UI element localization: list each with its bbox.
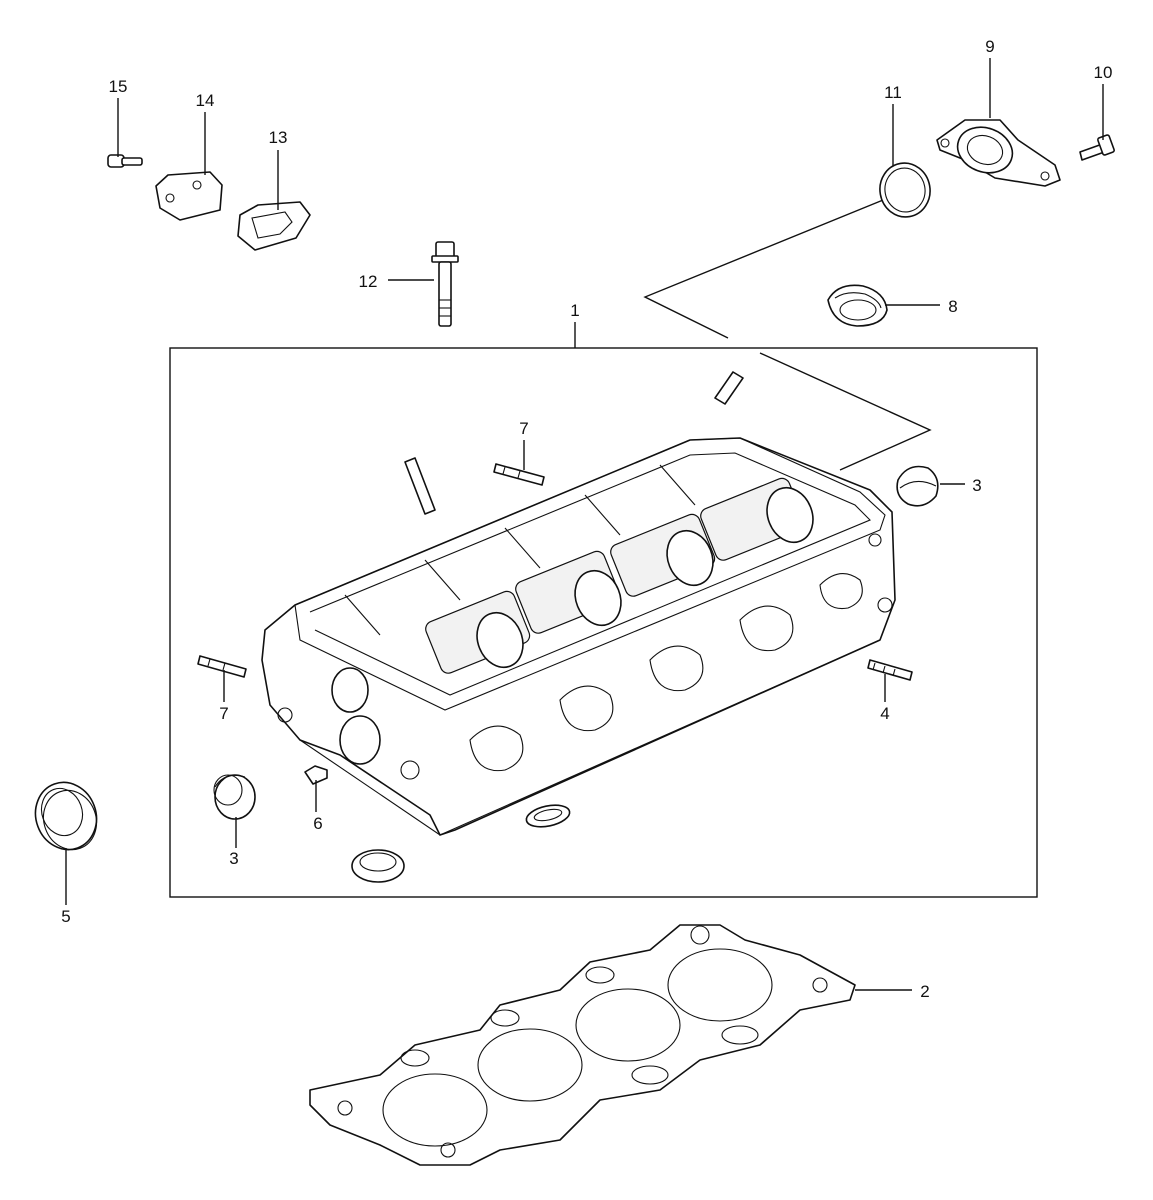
bracket-line (759, 352, 932, 471)
camshaft-journals (425, 477, 814, 674)
callout-9: 9 (985, 37, 994, 56)
callout-13: 13 (269, 128, 288, 147)
screw[interactable] (107, 154, 143, 168)
callout-12: 12 (359, 272, 378, 291)
head-bolt[interactable] (431, 241, 459, 327)
small-clip[interactable] (304, 765, 328, 785)
callout-2: 2 (920, 982, 929, 1001)
gasket-ring[interactable] (876, 159, 935, 221)
oil-seal[interactable] (26, 774, 106, 858)
valve-guide[interactable] (714, 371, 744, 405)
cylinder-head[interactable] (261, 437, 896, 836)
callout-6: 6 (313, 814, 322, 833)
callout-3: 3 (972, 476, 981, 495)
callout-7: 7 (219, 704, 228, 723)
cap-plug[interactable] (896, 465, 939, 507)
water-outlet[interactable] (936, 119, 1061, 187)
assembly-frame (169, 347, 1038, 898)
thermostat-ring[interactable] (827, 284, 888, 327)
bracket-line (643, 197, 889, 339)
valve-guide[interactable] (404, 457, 436, 515)
callout-3: 3 (229, 849, 238, 868)
callout-1: 1 (570, 301, 579, 320)
cover-plate[interactable] (155, 171, 223, 221)
callout-4: 4 (880, 704, 889, 723)
dowel-pin[interactable] (867, 659, 913, 681)
dowel-pin[interactable] (493, 463, 545, 486)
callout-7: 7 (519, 419, 528, 438)
callout-5: 5 (61, 907, 70, 926)
plug-bottom[interactable] (351, 849, 405, 883)
port-face (277, 533, 893, 836)
callout-8: 8 (948, 297, 957, 316)
bolt[interactable] (1079, 134, 1115, 161)
cap-plug[interactable] (213, 774, 256, 820)
cover-gasket[interactable] (237, 201, 311, 251)
callout-10: 10 (1094, 63, 1113, 82)
callout-11: 11 (884, 83, 902, 102)
head-gasket[interactable] (309, 924, 856, 1166)
dowel-pin[interactable] (197, 655, 247, 678)
callout-15: 15 (109, 77, 128, 96)
plug-oval[interactable] (524, 802, 571, 831)
callout-14: 14 (196, 91, 215, 110)
